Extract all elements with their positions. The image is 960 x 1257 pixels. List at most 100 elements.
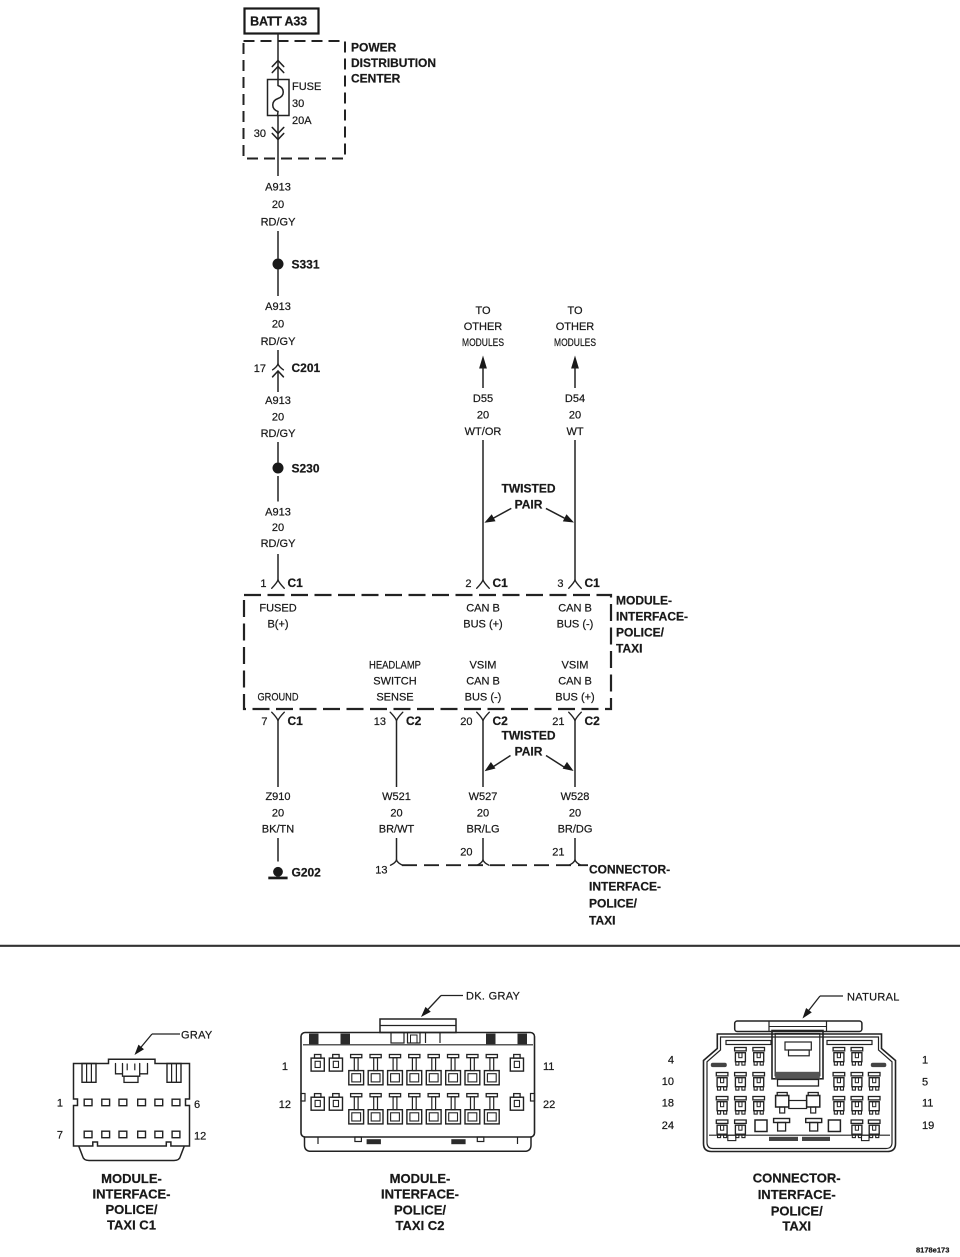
svg-text:BR/DG: BR/DG [558, 824, 593, 836]
svg-text:G202: G202 [292, 865, 322, 879]
svg-text:2: 2 [465, 578, 471, 590]
svg-text:C2: C2 [493, 714, 509, 728]
svg-text:POLICE/: POLICE/ [105, 1202, 157, 1217]
svg-text:C1: C1 [493, 576, 509, 590]
svg-text:20: 20 [272, 807, 284, 819]
svg-text:30: 30 [292, 98, 304, 110]
svg-text:INTERFACE-: INTERFACE- [93, 1187, 171, 1202]
svg-text:NATURAL: NATURAL [847, 992, 900, 1004]
svg-text:17: 17 [254, 363, 266, 375]
svg-text:13: 13 [375, 865, 387, 877]
svg-text:POWER: POWER [351, 41, 397, 55]
svg-text:8178e173: 8178e173 [916, 1246, 949, 1255]
svg-text:MODULE-: MODULE- [390, 1171, 451, 1186]
svg-text:POLICE/: POLICE/ [616, 625, 665, 639]
svg-text:W528: W528 [561, 791, 590, 803]
svg-text:13: 13 [374, 716, 386, 728]
svg-text:SWITCH: SWITCH [373, 676, 416, 688]
svg-text:TAXI: TAXI [616, 641, 642, 655]
svg-text:CAN B: CAN B [466, 602, 500, 614]
svg-text:BUS (+): BUS (+) [555, 692, 594, 704]
svg-text:5: 5 [922, 1077, 928, 1089]
svg-text:FUSE: FUSE [292, 81, 321, 93]
svg-text:BR/LG: BR/LG [466, 824, 499, 836]
svg-text:RD/GY: RD/GY [261, 336, 297, 348]
svg-text:PAIR: PAIR [515, 745, 543, 759]
svg-text:MODULES: MODULES [462, 337, 504, 349]
svg-text:20: 20 [477, 807, 489, 819]
svg-text:11: 11 [543, 1061, 554, 1073]
svg-text:CAN B: CAN B [558, 676, 592, 688]
svg-text:7: 7 [261, 716, 267, 728]
svg-text:D55: D55 [473, 393, 493, 405]
svg-text:INTERFACE-: INTERFACE- [589, 880, 661, 894]
svg-text:C201: C201 [292, 361, 321, 375]
svg-text:W521: W521 [382, 791, 411, 803]
svg-text:TAXI C1: TAXI C1 [107, 1218, 156, 1233]
svg-text:19: 19 [922, 1120, 934, 1132]
svg-text:20: 20 [272, 522, 284, 534]
svg-text:WT: WT [566, 426, 583, 438]
svg-text:TO: TO [567, 305, 583, 317]
svg-text:20: 20 [477, 409, 489, 421]
svg-text:22: 22 [543, 1099, 555, 1111]
svg-text:BUS (-): BUS (-) [465, 692, 502, 704]
svg-text:1: 1 [57, 1098, 63, 1110]
svg-text:C2: C2 [585, 714, 601, 728]
svg-text:MODULE-: MODULE- [616, 593, 672, 607]
svg-text:C1: C1 [288, 576, 304, 590]
svg-text:1: 1 [282, 1061, 288, 1073]
svg-text:TWISTED: TWISTED [502, 728, 556, 742]
svg-text:HEADLAMP: HEADLAMP [369, 660, 421, 672]
svg-text:TAXI C2: TAXI C2 [396, 1218, 445, 1233]
svg-text:A913: A913 [265, 506, 291, 518]
svg-text:11: 11 [922, 1098, 933, 1110]
svg-text:BUS (+): BUS (+) [463, 619, 502, 631]
svg-text:TWISTED: TWISTED [502, 481, 556, 495]
svg-text:INTERFACE-: INTERFACE- [381, 1187, 459, 1202]
svg-text:3: 3 [557, 578, 563, 590]
svg-text:VSIM: VSIM [470, 660, 497, 672]
svg-text:C2: C2 [406, 714, 422, 728]
svg-text:12: 12 [279, 1099, 291, 1111]
svg-text:A913: A913 [265, 182, 291, 194]
svg-text:21: 21 [552, 846, 564, 858]
svg-text:POLICE/: POLICE/ [394, 1203, 446, 1218]
svg-text:GRAY: GRAY [181, 1030, 213, 1042]
svg-text:TAXI: TAXI [589, 914, 615, 928]
svg-text:20A: 20A [292, 115, 312, 127]
svg-text:CONNECTOR-: CONNECTOR- [589, 863, 670, 877]
svg-text:24: 24 [662, 1120, 674, 1132]
svg-text:D54: D54 [565, 393, 585, 405]
svg-text:OTHER: OTHER [556, 321, 595, 333]
svg-text:VSIM: VSIM [562, 660, 589, 672]
svg-text:6: 6 [194, 1099, 200, 1111]
svg-text:S331: S331 [292, 257, 320, 271]
svg-text:POLICE/: POLICE/ [771, 1204, 823, 1219]
svg-text:CENTER: CENTER [351, 72, 401, 86]
svg-text:OTHER: OTHER [464, 321, 503, 333]
svg-text:BATT A33: BATT A33 [250, 15, 307, 29]
svg-text:21: 21 [552, 716, 564, 728]
svg-text:GROUND: GROUND [258, 692, 299, 704]
svg-text:MODULE-: MODULE- [101, 1171, 162, 1186]
svg-text:W527: W527 [469, 791, 498, 803]
svg-text:20: 20 [272, 199, 284, 211]
svg-text:1: 1 [260, 578, 266, 590]
svg-text:WT/OR: WT/OR [465, 426, 502, 438]
svg-text:A913: A913 [265, 395, 291, 407]
svg-text:CONNECTOR-: CONNECTOR- [753, 1170, 841, 1185]
svg-text:20: 20 [569, 807, 581, 819]
svg-text:1: 1 [922, 1055, 928, 1067]
svg-text:FUSED: FUSED [259, 602, 296, 614]
svg-text:INTERFACE-: INTERFACE- [758, 1187, 836, 1202]
svg-text:CAN B: CAN B [466, 676, 500, 688]
svg-text:20: 20 [390, 807, 402, 819]
svg-text:20: 20 [460, 716, 472, 728]
svg-text:POLICE/: POLICE/ [589, 897, 638, 911]
svg-text:PAIR: PAIR [515, 498, 543, 512]
svg-text:RD/GY: RD/GY [261, 538, 297, 550]
svg-text:C1: C1 [585, 576, 601, 590]
svg-text:20: 20 [272, 319, 284, 331]
svg-text:Z910: Z910 [265, 791, 290, 803]
